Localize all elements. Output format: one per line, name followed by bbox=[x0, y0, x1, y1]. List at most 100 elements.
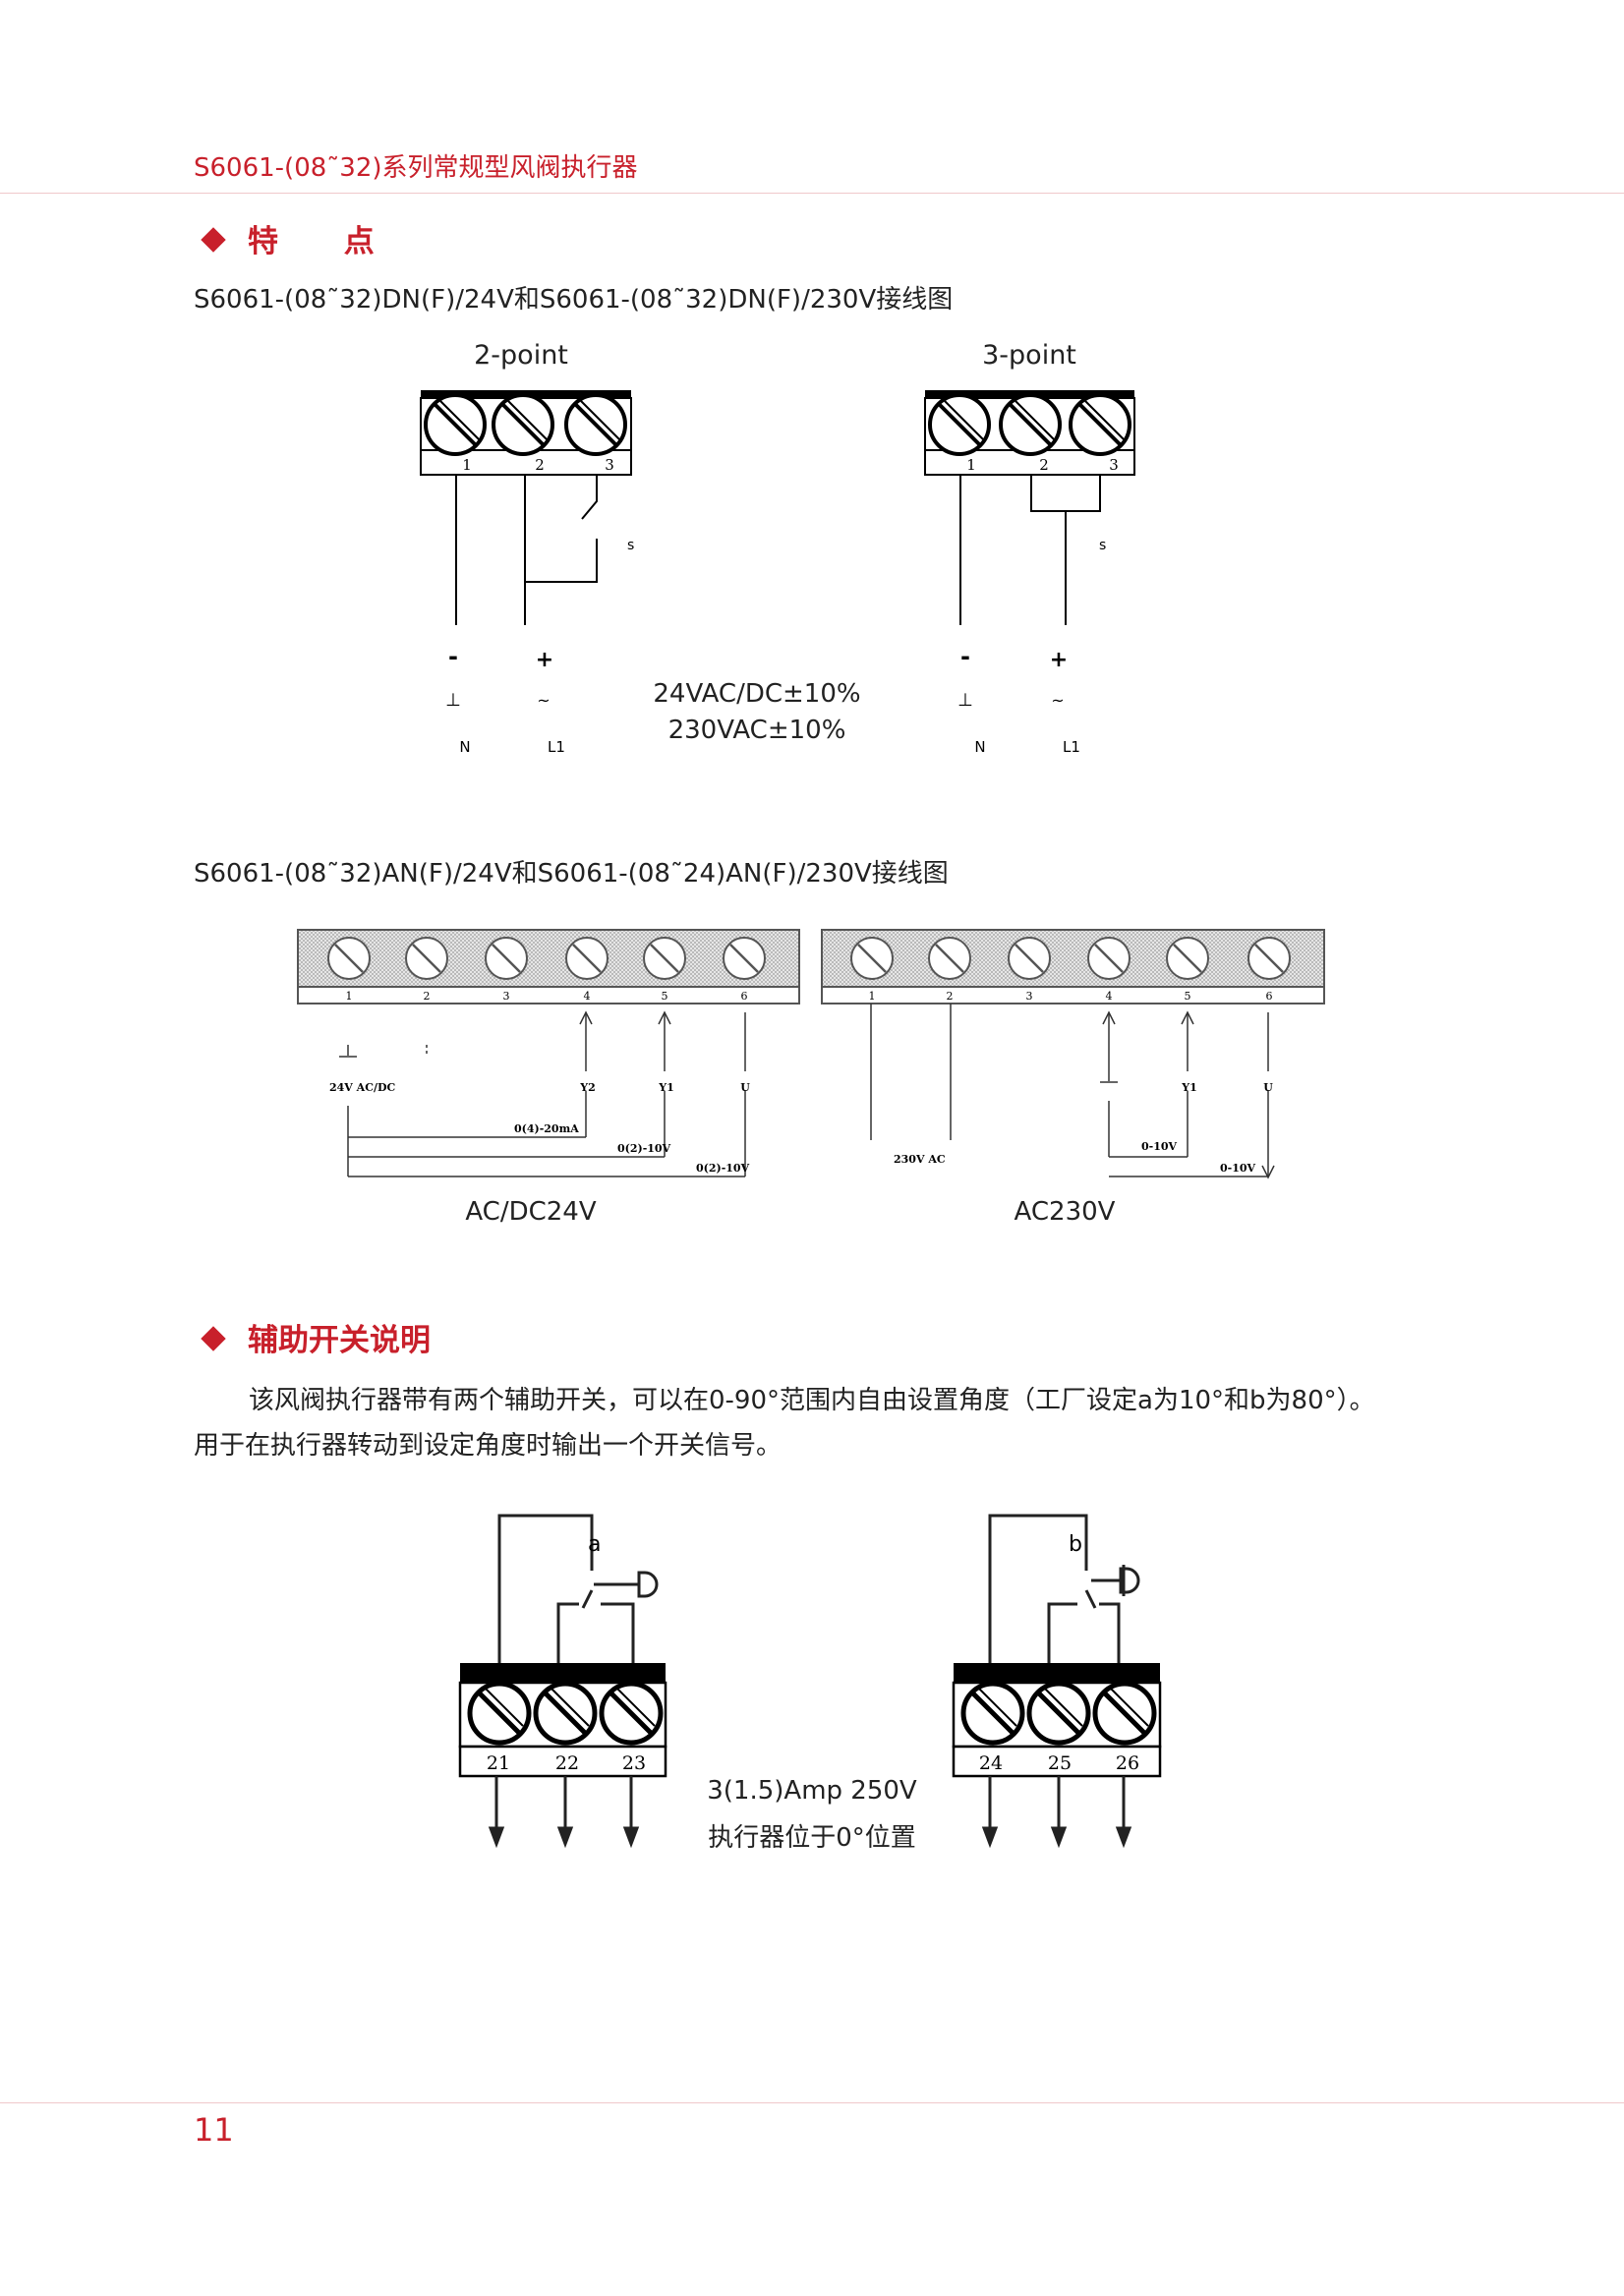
an-right-terminal-4: 4 bbox=[1106, 990, 1113, 1003]
an-left-number-band bbox=[297, 986, 800, 1004]
two-point-minus: - bbox=[448, 643, 458, 670]
an-left-terminal-1: 1 bbox=[346, 990, 353, 1003]
two-point-wires bbox=[455, 475, 598, 625]
aux-description-line-2: 用于在执行器转动到设定角度时输出一个开关信号。 bbox=[194, 1431, 783, 1461]
an-left-title: AC/DC24V bbox=[465, 1197, 597, 1227]
voltage-24v: 24VAC/DC±10% bbox=[653, 679, 860, 709]
an-right-terminal-2: 2 bbox=[947, 990, 954, 1003]
aux-description-line-1: 该风阀执行器带有两个辅助开关，可以在0-90°范围内自由设置角度（工厂设定a为1… bbox=[249, 1386, 1375, 1415]
section-features-title: 特 点 bbox=[248, 224, 402, 259]
an-left-supply-label: 24V AC/DC bbox=[329, 1081, 396, 1094]
an-left-screw-4 bbox=[565, 937, 609, 980]
an-right-screw-band bbox=[821, 929, 1325, 988]
an-left-screw-6 bbox=[723, 937, 766, 980]
section-features-heading: 特 点 bbox=[201, 216, 402, 260]
an-left-wires bbox=[339, 1010, 746, 1177]
three-point-terminal-3: 3 bbox=[1109, 456, 1119, 474]
three-point-minus: - bbox=[960, 643, 970, 670]
an-left-signal-label-u: U bbox=[740, 1081, 750, 1094]
aux-switch-diagram: a 21 22 23 b 24 25 26 3(1.5)Amp 250V 执行器… bbox=[458, 1514, 1162, 1853]
an-left-screw-3 bbox=[485, 937, 528, 980]
an-right-screw-3 bbox=[1008, 937, 1051, 980]
dn-wiring-diagram: 2-point 1 2 3 s - + ⊥ ~ N L1 24VAC/DC±10… bbox=[420, 340, 1135, 756]
an-right-screw-5 bbox=[1166, 937, 1209, 980]
three-point-wires bbox=[959, 475, 1101, 625]
switch-a-terminal-21: 21 bbox=[487, 1752, 510, 1774]
aux-rating: 3(1.5)Amp 250V bbox=[707, 1776, 917, 1806]
an-right-signal-label-u: U bbox=[1263, 1081, 1273, 1094]
three-point-terminal-2: 2 bbox=[1039, 456, 1049, 474]
an-left-terminal-3: 3 bbox=[503, 990, 510, 1003]
an-right-screw-4 bbox=[1087, 937, 1131, 980]
section-aux-heading: 辅助开关说明 bbox=[201, 1315, 431, 1359]
an-left-screw-1 bbox=[327, 937, 371, 980]
three-point-terminal-1: 1 bbox=[966, 456, 976, 474]
footer-divider bbox=[0, 2102, 1624, 2103]
header-title: S6061-(08˜32)系列常规型风阀执行器 bbox=[194, 153, 638, 183]
switch-b-label: b bbox=[1069, 1532, 1082, 1557]
two-point-ac-symbol: ~ bbox=[537, 691, 550, 710]
voltage-230v: 230VAC±10% bbox=[668, 716, 846, 745]
an-right-screw-6 bbox=[1247, 937, 1291, 980]
three-point-ac-symbol: ~ bbox=[1051, 691, 1064, 710]
aux-position: 执行器位于0°位置 bbox=[708, 1823, 916, 1853]
an-left-signal-v1: 0(2)-10V bbox=[617, 1142, 671, 1155]
an-right-number-band bbox=[821, 986, 1325, 1004]
three-point-title: 3-point bbox=[982, 340, 1076, 371]
an-left-signal-label-y1: Y1 bbox=[658, 1081, 674, 1094]
two-point-screw-3 bbox=[564, 393, 627, 456]
an-right-screw-2 bbox=[928, 937, 971, 980]
aux-description: 该风阀执行器带有两个辅助开关，可以在0-90°范围内自由设置角度（工厂设定a为1… bbox=[194, 1378, 1452, 1468]
an-left-terminal-2: 2 bbox=[424, 990, 431, 1003]
two-point-terminal-2: 2 bbox=[535, 456, 545, 474]
switch-b-screw-24 bbox=[960, 1681, 1025, 1746]
two-point-ground-symbol: ⊥ bbox=[445, 690, 461, 711]
an-wiring-caption: S6061-(08˜32)AN(F)/24V和S6061-(08˜24)AN(F… bbox=[194, 859, 949, 889]
an-right-terminal-6: 6 bbox=[1266, 990, 1273, 1003]
switch-a-output-arrows bbox=[488, 1776, 640, 1849]
an-right-signal-v2: 0-10V bbox=[1220, 1162, 1256, 1175]
switch-b-block-top bbox=[954, 1663, 1160, 1683]
three-point-ground-symbol: ⊥ bbox=[957, 690, 973, 711]
switch-b-terminal-24: 24 bbox=[979, 1752, 1003, 1774]
an-left-terminal-5: 5 bbox=[662, 990, 668, 1003]
switch-a-screw-23 bbox=[599, 1681, 664, 1746]
switch-a-number-band bbox=[458, 1745, 667, 1778]
switch-b-output-arrows bbox=[981, 1776, 1132, 1849]
section-aux-title: 辅助开关说明 bbox=[248, 1323, 431, 1358]
switch-b-terminal-25: 25 bbox=[1048, 1752, 1072, 1774]
an-right-terminal-1: 1 bbox=[869, 990, 876, 1003]
an-left-terminal-6: 6 bbox=[741, 990, 748, 1003]
switch-a-block-top bbox=[460, 1663, 666, 1683]
switch-a-label: a bbox=[588, 1532, 601, 1557]
an-left-signal-label-y2: Y2 bbox=[579, 1081, 596, 1094]
switch-a-screw-21 bbox=[467, 1681, 532, 1746]
two-point-title: 2-point bbox=[474, 340, 568, 371]
an-left-signal-v2: 0(2)-10V bbox=[696, 1162, 750, 1175]
three-point-screw-1 bbox=[928, 393, 991, 456]
switch-b-wires bbox=[988, 1514, 1140, 1663]
two-point-screw-2 bbox=[492, 393, 554, 456]
switch-b-screw-26 bbox=[1092, 1681, 1157, 1746]
an-left-terminal-4: 4 bbox=[584, 990, 591, 1003]
switch-b-terminal-26: 26 bbox=[1116, 1752, 1139, 1774]
an-right-wires bbox=[870, 1004, 1275, 1179]
three-point-l1-label: L1 bbox=[1063, 738, 1080, 756]
an-right-supply-label: 230V AC bbox=[894, 1153, 946, 1166]
an-right-terminal-3: 3 bbox=[1026, 990, 1033, 1003]
an-right-terminal-5: 5 bbox=[1185, 990, 1191, 1003]
an-left-screw-2 bbox=[405, 937, 448, 980]
an-wiring-diagram: 1 2 3 4 5 6 24V AC/DC Y2 Y1 U 0(4)-20mA … bbox=[297, 929, 1325, 1227]
switch-a-wires bbox=[497, 1514, 659, 1663]
header-divider bbox=[0, 193, 1624, 194]
an-right-screw-1 bbox=[850, 937, 894, 980]
three-point-screw-2 bbox=[999, 393, 1062, 456]
two-point-screw-1 bbox=[424, 393, 487, 456]
dn-wiring-caption: S6061-(08˜32)DN(F)/24V和S6061-(08˜32)DN(F… bbox=[194, 285, 954, 315]
an-right-signal-label-y1: Y1 bbox=[1181, 1081, 1197, 1094]
three-point-n-label: N bbox=[974, 738, 985, 756]
switch-b-number-band bbox=[952, 1745, 1162, 1778]
two-point-switch-label: s bbox=[627, 538, 634, 553]
switch-a-terminal-22: 22 bbox=[555, 1752, 579, 1774]
two-point-terminal-1: 1 bbox=[462, 456, 472, 474]
